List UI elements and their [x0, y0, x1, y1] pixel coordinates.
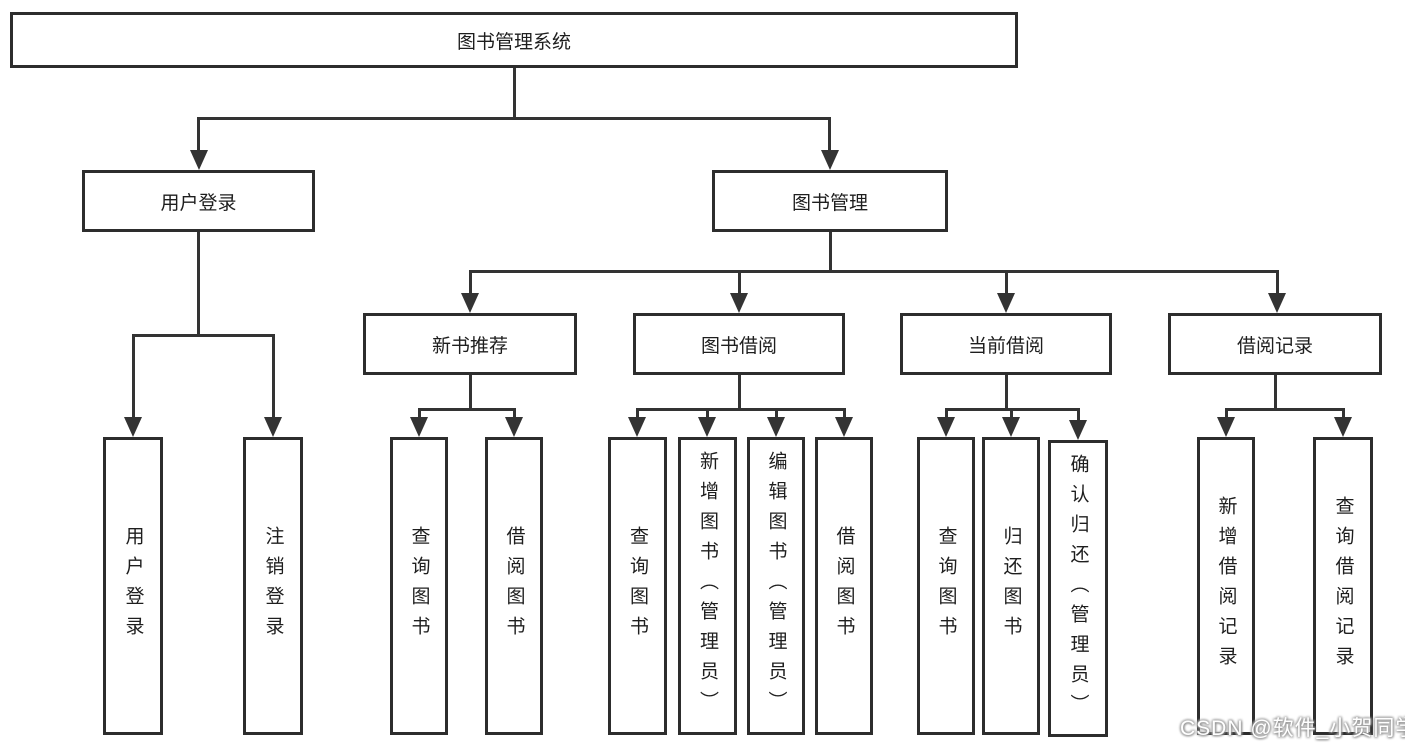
node-leaf-borrow-books-2-label: 借阅图书 — [833, 526, 855, 646]
connector-root-rail — [197, 117, 831, 120]
arrow-to-leaf — [767, 417, 785, 437]
node-current-borrow: 当前借阅 — [900, 313, 1112, 375]
connector-to-login-leaf — [132, 334, 135, 419]
arrow-to-leaf — [1002, 417, 1020, 437]
node-leaf-add-books-admin-label: 新增图书（管理员） — [697, 451, 718, 721]
arrow-to-new-book-rec — [461, 293, 479, 313]
arrow-to-login-leaf — [124, 417, 142, 437]
node-borrow-records-label: 借阅记录 — [1236, 335, 1313, 357]
connector-stub — [1010, 408, 1013, 420]
connector-to-user-login — [197, 117, 200, 153]
connector-stub — [1077, 408, 1080, 420]
node-leaf-borrow-books-1: 借阅图书 — [485, 437, 543, 735]
node-leaf-query-books-3-label: 查询图书 — [935, 526, 957, 646]
arrow-to-leaf — [1217, 417, 1235, 437]
node-borrow-records: 借阅记录 — [1168, 313, 1382, 375]
node-leaf-query-books-2-label: 查询图书 — [627, 526, 648, 646]
node-leaf-edit-books-admin-label: 编辑图书（管理员） — [765, 451, 787, 721]
node-leaf-user-login-label: 用户登录 — [122, 526, 144, 646]
connector-to-book-mgmt — [828, 117, 831, 153]
node-leaf-confirm-return-admin-label: 确认归还（管理员） — [1067, 453, 1089, 724]
connector-to-book-borrow — [738, 270, 741, 296]
arrow-to-leaf — [628, 417, 646, 437]
node-book-mgmt: 图书管理 — [712, 170, 948, 232]
connector-stub — [418, 408, 421, 420]
connector-book-mgmt-stem — [829, 232, 832, 272]
node-leaf-query-books-1-label: 查询图书 — [408, 526, 430, 646]
node-leaf-add-borrow-record: 新增借阅记录 — [1197, 437, 1255, 735]
node-leaf-confirm-return-admin: 确认归还（管理员） — [1048, 440, 1108, 737]
node-root: 图书管理系统 — [10, 12, 1018, 68]
node-leaf-borrow-books-2: 借阅图书 — [815, 437, 873, 735]
node-new-book-rec: 新书推荐 — [363, 313, 577, 375]
node-leaf-logout: 注销登录 — [243, 437, 303, 735]
arrow-to-current-borrow — [997, 293, 1015, 313]
node-user-login: 用户登录 — [82, 170, 315, 232]
arrow-to-leaf — [698, 417, 716, 437]
arrow-to-leaf — [1334, 417, 1352, 437]
arrow-to-leaf — [937, 417, 955, 437]
connector-borrow-records-rail — [1225, 408, 1345, 411]
node-root-label: 图书管理系统 — [456, 31, 571, 53]
connector-current-borrow-stem — [1005, 375, 1008, 410]
node-leaf-add-books-admin: 新增图书（管理员） — [678, 437, 737, 735]
node-book-mgmt-label: 图书管理 — [791, 192, 868, 214]
connector-new-book-rec-stem — [469, 375, 472, 410]
node-leaf-logout-label: 注销登录 — [262, 526, 284, 646]
node-leaf-add-borrow-record-label: 新增借阅记录 — [1215, 496, 1237, 676]
arrow-to-leaf — [1069, 420, 1087, 440]
connector-stub — [1342, 408, 1345, 420]
node-current-borrow-label: 当前借阅 — [967, 335, 1044, 357]
arrow-to-user-login — [190, 150, 208, 170]
node-leaf-borrow-books-1-label: 借阅图书 — [503, 526, 525, 646]
node-leaf-query-books-2: 查询图书 — [608, 437, 667, 735]
node-leaf-return-books: 归还图书 — [982, 437, 1040, 735]
connector-book-borrow-stem — [738, 375, 741, 410]
connector-user-login-stem — [197, 232, 200, 336]
connector-user-login-rail — [132, 334, 274, 337]
csdn-watermark: CSDN @软件_小贺同学 — [1180, 717, 1405, 740]
node-book-borrow-label: 图书借阅 — [700, 335, 777, 357]
connector-stub — [843, 408, 846, 420]
node-user-login-label: 用户登录 — [160, 192, 237, 214]
arrow-to-borrow-records — [1268, 293, 1286, 313]
connector-book-mgmt-rail — [469, 270, 1279, 273]
connector-stub — [513, 408, 516, 420]
connector-root-stem — [513, 68, 516, 118]
connector-stub — [636, 408, 639, 420]
arrow-to-book-mgmt — [821, 150, 839, 170]
node-leaf-query-borrow-record-label: 查询借阅记录 — [1332, 496, 1354, 676]
node-leaf-edit-books-admin: 编辑图书（管理员） — [747, 437, 805, 735]
arrow-to-leaf — [410, 417, 428, 437]
node-leaf-return-books-label: 归还图书 — [1000, 526, 1022, 646]
node-leaf-query-books-1: 查询图书 — [390, 437, 448, 735]
node-book-borrow: 图书借阅 — [633, 313, 845, 375]
arrow-to-logout-leaf — [264, 417, 282, 437]
connector-stub — [945, 408, 948, 420]
connector-to-current-borrow — [1005, 270, 1008, 296]
arrow-to-book-borrow — [730, 293, 748, 313]
arrow-to-leaf — [505, 417, 523, 437]
connector-book-borrow-rail — [636, 408, 846, 411]
node-leaf-query-books-3: 查询图书 — [917, 437, 975, 735]
connector-stub — [706, 408, 709, 420]
connector-new-book-rec-rail — [418, 408, 516, 411]
arrow-to-leaf — [835, 417, 853, 437]
connector-to-logout-leaf — [272, 334, 275, 419]
connector-to-new-book-rec — [469, 270, 472, 296]
node-new-book-rec-label: 新书推荐 — [431, 335, 508, 357]
node-leaf-user-login: 用户登录 — [103, 437, 163, 735]
node-leaf-query-borrow-record: 查询借阅记录 — [1313, 437, 1373, 735]
connector-borrow-records-stem — [1274, 375, 1277, 410]
connector-stub — [775, 408, 778, 420]
connector-to-borrow-records — [1276, 270, 1279, 296]
connector-stub — [1225, 408, 1228, 420]
